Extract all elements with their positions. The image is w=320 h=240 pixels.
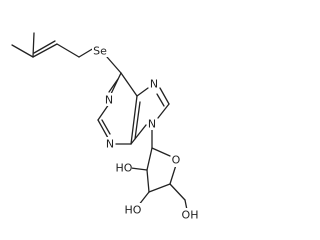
bond-c2-n3-double	[101, 119, 111, 135]
svg-text:OH: OH	[182, 209, 199, 222]
atom-selenium: Se	[92, 44, 108, 58]
svg-text:HO: HO	[116, 162, 133, 175]
bonds	[11, 32, 188, 211]
bond-c3prime-c2prime	[146, 169, 150, 193]
bond-methyl-b	[32, 32, 35, 58]
bond-n9-c4	[130, 124, 147, 145]
svg-text:Se: Se	[93, 45, 107, 58]
bond-c6-c5	[120, 72, 138, 97]
bond-c2-n3	[97, 119, 109, 139]
atom-n7: N	[149, 77, 159, 91]
bond-c2prime-oh	[130, 167, 148, 171]
atom-n9: N	[147, 117, 157, 131]
atom-n3: N	[105, 137, 115, 151]
svg-text:HO: HO	[125, 204, 142, 217]
bond-ch2-se	[78, 47, 95, 58]
bond-c6-n1	[109, 72, 122, 97]
bond-alkene	[32, 43, 58, 58]
bond-c4prime-c5prime	[169, 183, 186, 201]
bond-methyl-a	[11, 44, 34, 58]
bond-o-c4prime	[169, 164, 177, 185]
atom-labels: Se N N N N O HO HO	[92, 44, 198, 222]
bond-c8-n9	[157, 103, 170, 119]
svg-text:N: N	[148, 118, 156, 131]
bond-c4prime-c3prime	[148, 183, 171, 193]
atom-oh-5prime: OH	[182, 208, 199, 222]
bond-c1prime-c2prime	[146, 147, 153, 171]
bond-n7-c8	[159, 87, 170, 105]
atom-n1: N	[104, 93, 114, 107]
bond-alkene-double	[33, 40, 56, 54]
bond-c1prime-o	[151, 147, 171, 157]
bond-se-c6	[106, 56, 122, 74]
bond-n1-c2	[97, 103, 110, 121]
svg-text:O: O	[172, 154, 181, 167]
chemical-structure-diagram: Se N N N N O HO HO	[11, 32, 198, 222]
bond-allyl-ch2	[56, 43, 80, 58]
bond-n7-c8-double	[156, 93, 165, 107]
bond-c4-c5	[130, 95, 138, 145]
bond-c6-n1-double	[108, 78, 119, 93]
bond-c4-c5-double	[134, 101, 141, 140]
svg-text:N: N	[106, 138, 114, 151]
atom-oh-2prime: HO	[116, 162, 133, 175]
svg-text:N: N	[150, 78, 158, 91]
svg-text:N: N	[105, 94, 113, 107]
atom-oh-3prime: HO	[125, 203, 142, 217]
atom-ring-oxygen: O	[171, 154, 181, 167]
bond-c5-n7	[136, 87, 149, 97]
